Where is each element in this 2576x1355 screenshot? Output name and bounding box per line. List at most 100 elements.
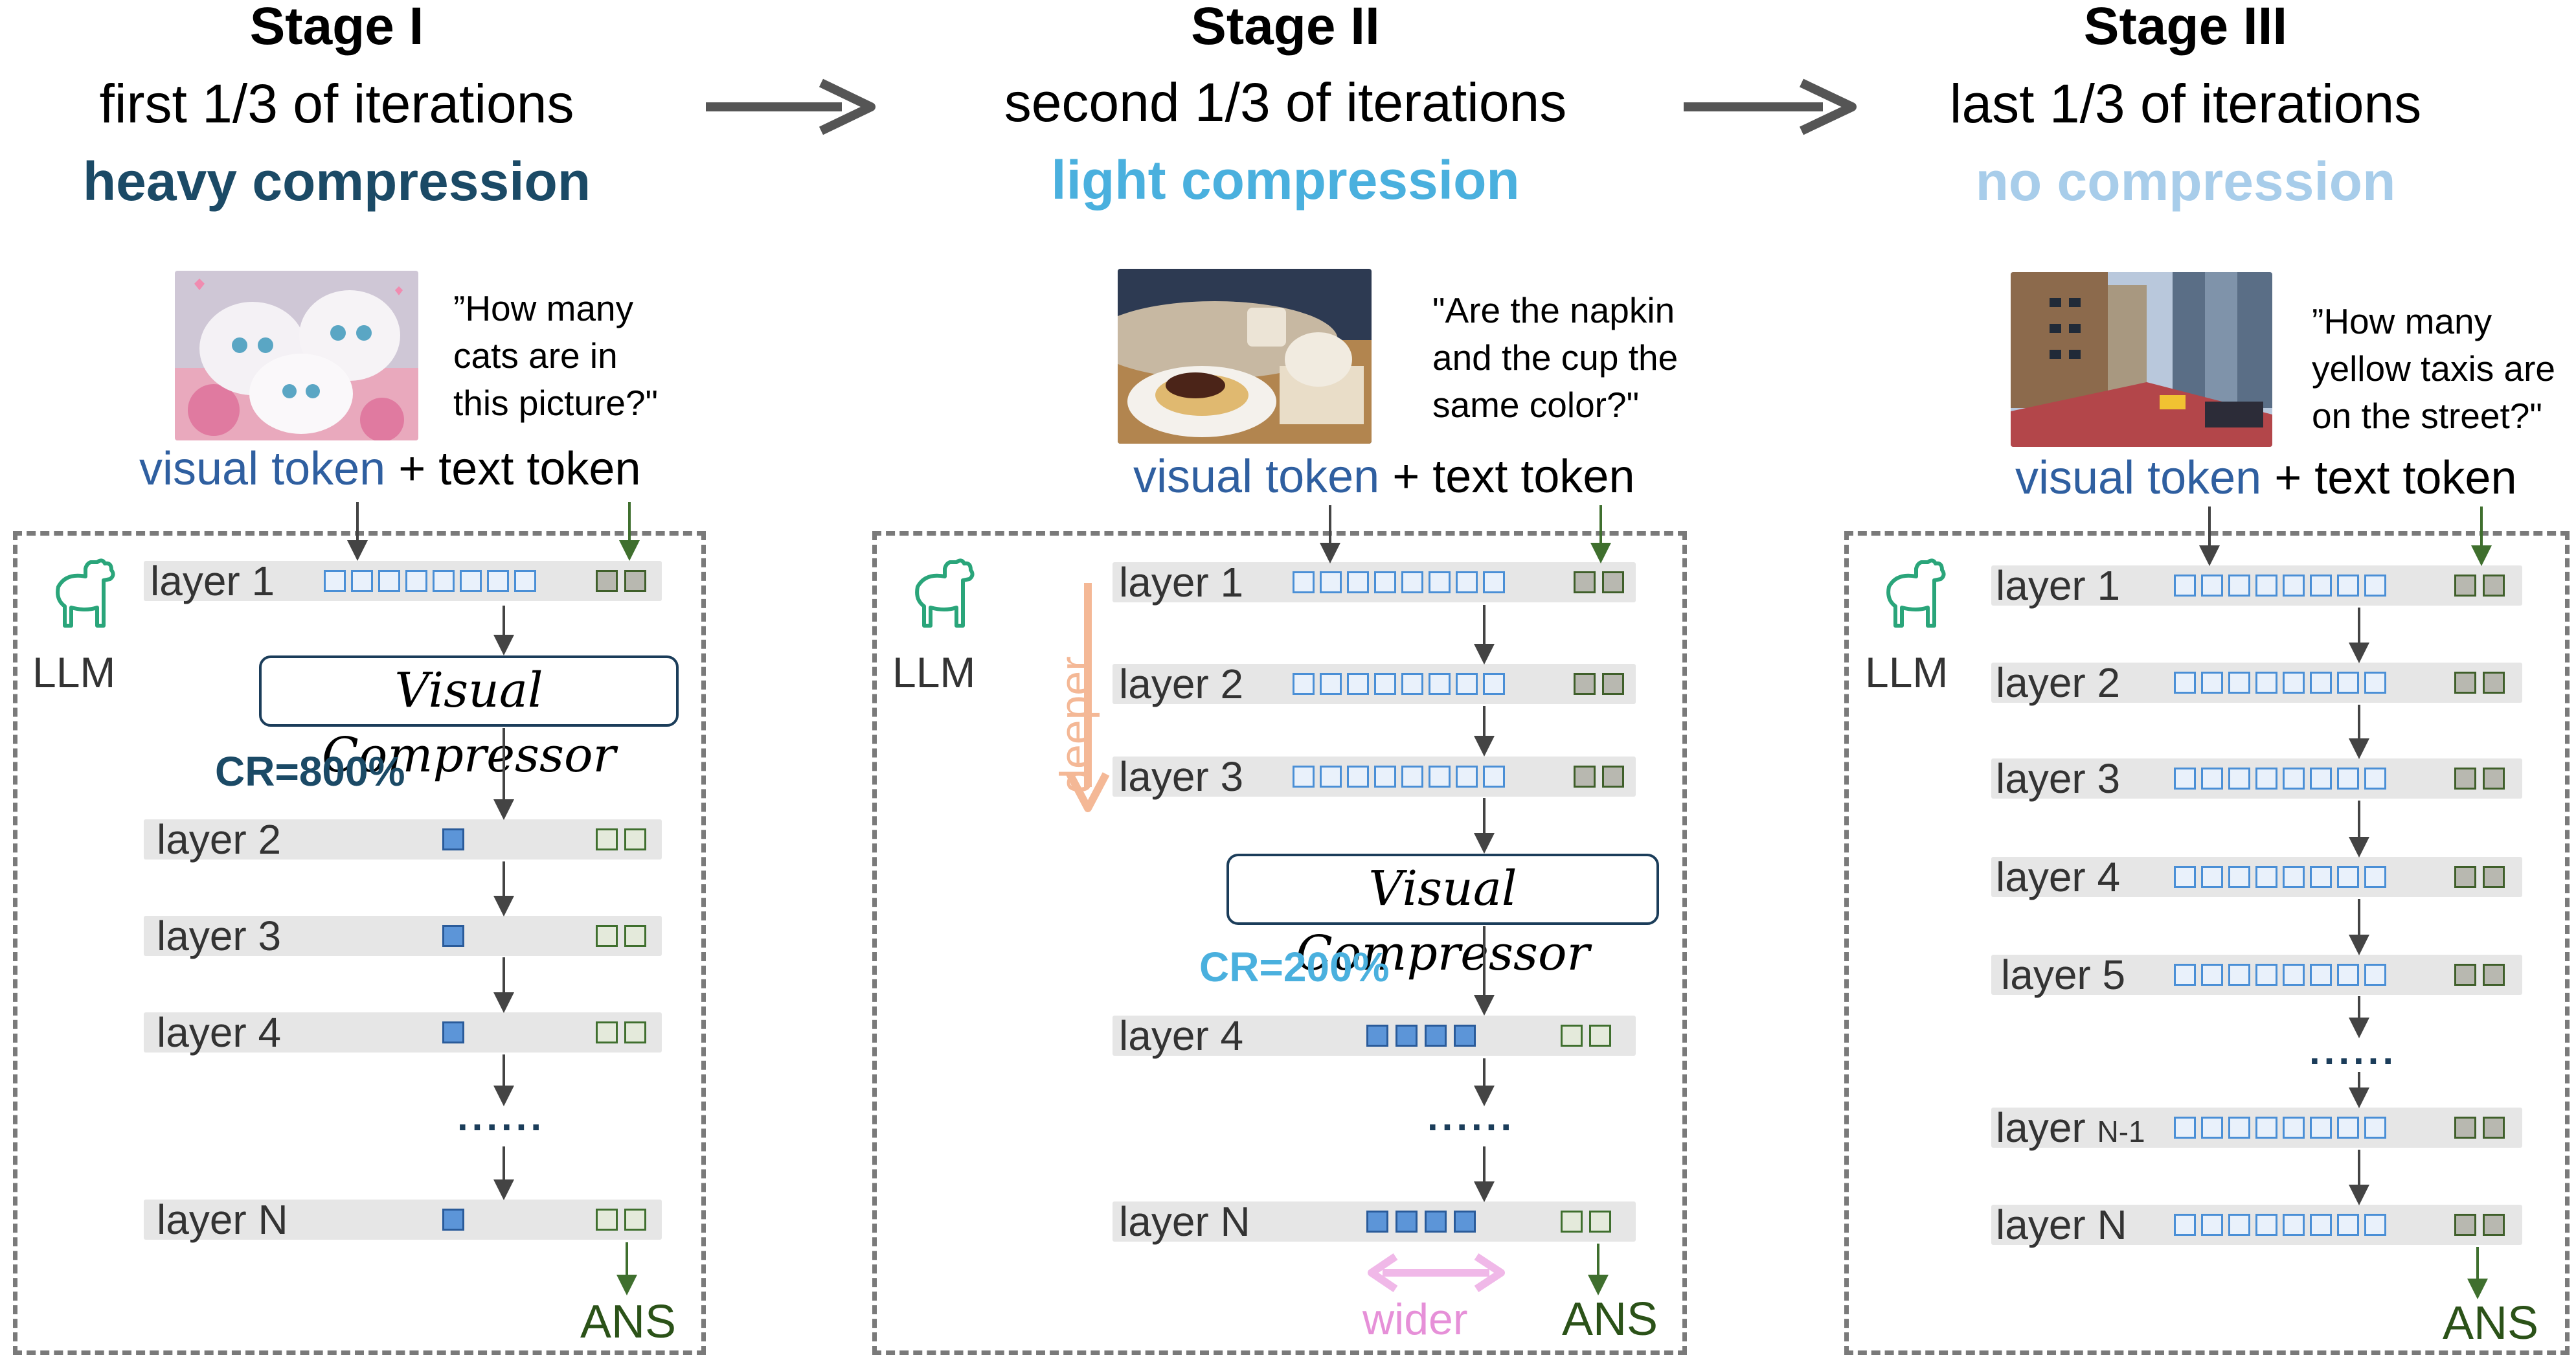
- layer-label: layer 2: [1119, 661, 1244, 707]
- visual-token-square: [2364, 1117, 2386, 1139]
- text-token-square: [2454, 672, 2476, 694]
- visual-token-square: [2228, 1117, 2250, 1139]
- visual-token-square: [1374, 673, 1396, 695]
- visual-token-label: visual token: [2015, 452, 2262, 504]
- visual-token-square: [1483, 766, 1505, 788]
- visual-token-square: [351, 570, 373, 592]
- layer-label: layer 4: [157, 1009, 282, 1056]
- text-token-square: [2454, 575, 2476, 597]
- text-token-square: [596, 570, 618, 592]
- stage-3-llm-frame: [1844, 531, 2570, 1355]
- visual-token-square: [1347, 766, 1369, 788]
- visual-token-square: [2310, 575, 2332, 597]
- visual-token-square: [2255, 964, 2277, 986]
- stage-2-mode: light compression: [1051, 150, 1520, 211]
- visual-token-square: [1320, 571, 1342, 593]
- question-line: "Are the napkin: [1432, 290, 1675, 330]
- ellipsis: ......: [2309, 1029, 2398, 1073]
- visual-token-square: [2283, 866, 2305, 888]
- text-token-square: [1602, 673, 1624, 695]
- layer-bar: [144, 1012, 662, 1053]
- layer-label: layer 3: [1996, 755, 2121, 802]
- visual-token-square: [2228, 575, 2250, 597]
- visual-token-square: [2310, 1117, 2332, 1139]
- stage-1-llm-label: LLM: [32, 648, 116, 696]
- visual-token-square: [405, 570, 427, 592]
- stage-1-token-label: visual token + text token: [139, 442, 640, 495]
- text-token-square: [1574, 766, 1596, 788]
- text-token-square: [1574, 673, 1596, 695]
- plus-sign: +: [2274, 452, 2302, 504]
- visual-token-square: [1425, 1211, 1447, 1233]
- text-token-square: [2483, 575, 2505, 597]
- layer-label: layer 3: [157, 913, 282, 959]
- text-token-square: [2483, 1214, 2505, 1236]
- visual-token-square: [1401, 673, 1423, 695]
- visual-token-square: [2310, 1214, 2332, 1236]
- text-token-square: [624, 925, 646, 947]
- visual-token-square: [442, 925, 464, 947]
- stage-arrow: [1684, 78, 1857, 135]
- stage-1-llm-frame: [13, 531, 706, 1355]
- visual-token-square: [2255, 1214, 2277, 1236]
- visual-token-square: [1366, 1211, 1388, 1233]
- layer-label: layer 1: [1119, 559, 1244, 606]
- text-token-square: [2454, 1214, 2476, 1236]
- visual-token-square: [2337, 672, 2359, 694]
- text-token-square: [596, 1021, 618, 1043]
- text-token-square: [2454, 866, 2476, 888]
- visual-token-square: [460, 570, 482, 592]
- visual-token-square: [2364, 768, 2386, 790]
- layer-label: layer 4: [1996, 854, 2121, 900]
- text-token-square: [2454, 964, 2476, 986]
- ellipsis: ......: [1427, 1095, 1516, 1139]
- text-token-square: [1602, 571, 1624, 593]
- visual-token-square: [2283, 672, 2305, 694]
- visual-token-square: [2255, 768, 2277, 790]
- layer-bar: [144, 916, 662, 956]
- stage-2-title: Stage II: [1191, 0, 1380, 56]
- stage-1-title: Stage I: [249, 0, 424, 56]
- llama-icon: [1866, 556, 1957, 640]
- visual-token-square: [2201, 964, 2223, 986]
- stage-3-title: Stage III: [2083, 0, 2288, 56]
- visual-token-square: [514, 570, 536, 592]
- visual-token-square: [2174, 575, 2196, 597]
- visual-token-square: [2364, 866, 2386, 888]
- visual-token-square: [2174, 866, 2196, 888]
- visual-token-square: [2201, 672, 2223, 694]
- layer-label: layer 2: [1996, 659, 2121, 706]
- visual-token-square: [2310, 768, 2332, 790]
- text-token-square: [2483, 964, 2505, 986]
- question-line: and the cup the: [1432, 337, 1678, 378]
- visual-token-square: [2201, 768, 2223, 790]
- text-token-square: [1574, 571, 1596, 593]
- visual-token-square: [1347, 673, 1369, 695]
- visual-compressor-1: Visual Compressor: [259, 655, 679, 783]
- visual-token-square: [2255, 866, 2277, 888]
- visual-token-square: [2310, 964, 2332, 986]
- stage-2-llm-frame: [872, 531, 1687, 1355]
- llama-icon: [36, 556, 126, 640]
- visual-token-square: [2174, 768, 2196, 790]
- layer-label: layer 5: [2001, 951, 2126, 998]
- answer-label: ANS: [1562, 1293, 1658, 1345]
- visual-token-square: [1429, 571, 1451, 593]
- visual-token-label: visual token: [139, 443, 386, 495]
- visual-token-square: [1456, 673, 1478, 695]
- visual-token-square: [1483, 571, 1505, 593]
- plus-sign: +: [398, 443, 426, 495]
- stage-3-subtitle: last 1/3 of iterations: [1949, 73, 2422, 134]
- layer-label: layer 2: [157, 816, 282, 863]
- text-token-square: [2483, 768, 2505, 790]
- visual-token-square: [2337, 866, 2359, 888]
- visual-token-square: [442, 828, 464, 850]
- text-token-square: [624, 828, 646, 850]
- visual-token-label: visual token: [1133, 451, 1380, 503]
- visual-token-square: [2283, 1117, 2305, 1139]
- layer-label-subscript: N-1: [2097, 1115, 2145, 1148]
- plus-sign: +: [1392, 451, 1420, 503]
- llama-icon: [895, 556, 986, 640]
- visual-token-square: [1293, 673, 1315, 695]
